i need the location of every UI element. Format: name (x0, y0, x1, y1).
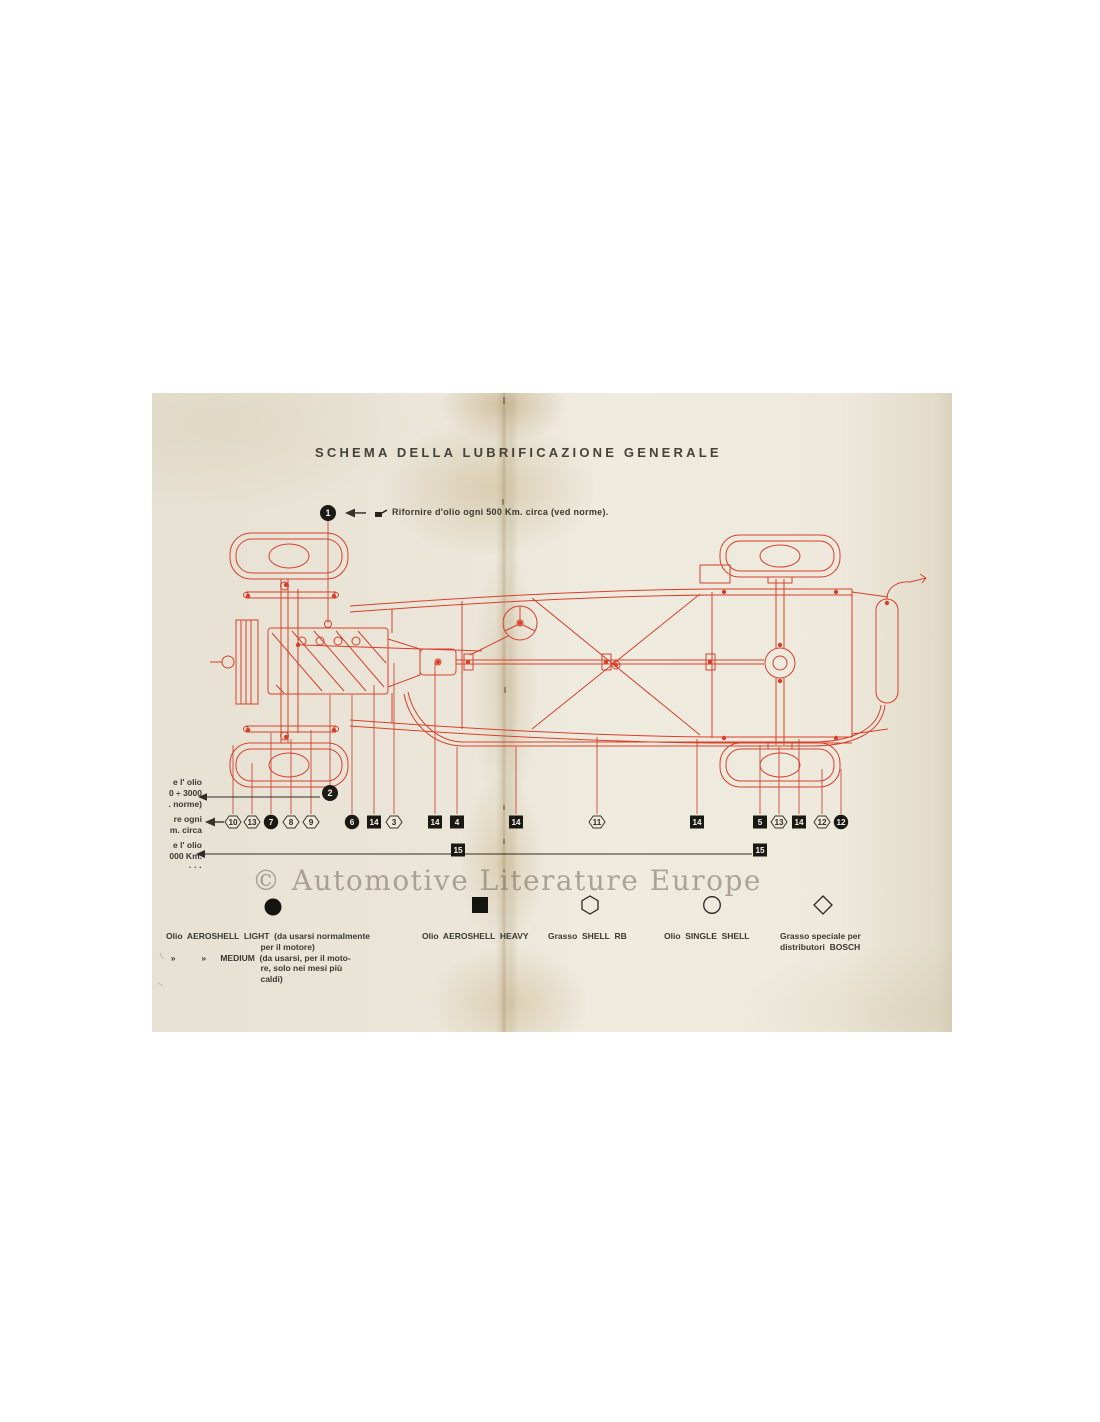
leader-lines (232, 521, 842, 814)
left-note-3: e l' olio 000 Km. · · · (169, 840, 202, 872)
marker-14-square: 14 (364, 814, 384, 835)
marker-12-dot: 12 (831, 814, 851, 835)
svg-text:13: 13 (774, 818, 784, 827)
marker-6-dot: 6 (342, 814, 362, 835)
marker-15-square: 15 (448, 842, 468, 863)
legend-entry-3: Grasso SHELL RB (548, 931, 627, 941)
svg-text:12: 12 (836, 818, 846, 827)
marker-10-hex: 10 (223, 814, 243, 835)
svg-text:14: 14 (430, 818, 440, 827)
svg-text:14: 14 (369, 818, 379, 827)
marker-5-square: 5 (750, 814, 770, 835)
left-arrow-icon (204, 814, 224, 835)
marker-12-hex: 12 (812, 814, 832, 835)
svg-text:14: 14 (692, 818, 702, 827)
marker-14-square: 14 (506, 814, 526, 835)
oil-can-icon (374, 506, 388, 524)
legend-diamond-outline-icon (812, 894, 834, 921)
svg-text:15: 15 (453, 846, 463, 855)
page-title: SCHEMA DELLA LUBRIFICAZIONE GENERALE (315, 445, 722, 460)
svg-text:12: 12 (817, 818, 827, 827)
svg-text:11: 11 (593, 818, 602, 827)
svg-text:4: 4 (455, 818, 460, 827)
refill-note: Rifornire d'olio ogni 500 Km. circa (ved… (392, 507, 609, 517)
legend-hex-outline-icon (579, 894, 601, 921)
marker-7-dot: 7 (261, 814, 281, 835)
svg-text:9: 9 (309, 818, 314, 827)
svg-text:6: 6 (350, 818, 355, 827)
legend-square-filled-icon (469, 894, 491, 921)
legend-entry-4: Olio SINGLE SHELL (664, 931, 750, 941)
svg-text:14: 14 (511, 818, 521, 827)
legend-entry-2: Olio AEROSHELL HEAVY (422, 931, 529, 941)
svg-text:13: 13 (247, 818, 257, 827)
svg-text:5: 5 (758, 818, 763, 827)
svg-text:10: 10 (228, 818, 238, 827)
marker-1: 1 (320, 505, 336, 521)
legend-circle-outline-icon (701, 894, 723, 921)
left-arrow-icon (344, 505, 366, 526)
scanned-manual-page: SCHEMA DELLA LUBRIFICAZIONE GENERALE 1 R… (152, 393, 952, 1032)
svg-text:3: 3 (392, 818, 397, 827)
marker-13-hex: 13 (242, 814, 262, 835)
lubrication-points (245, 582, 890, 741)
svg-text:8: 8 (289, 818, 294, 827)
marker-14-square: 14 (687, 814, 707, 835)
svg-text:7: 7 (269, 818, 274, 827)
marker-15-square: 15 (750, 842, 770, 863)
legend-entry-1: Olio AEROSHELL LIGHT (da usarsi normalme… (166, 931, 371, 985)
legend-entry-5: Grasso speciale per distributori BOSCH (780, 931, 861, 952)
marker-14-square: 14 (425, 814, 445, 835)
left-note-1: e l' olio 0 ÷ 3000 . norme) (168, 777, 202, 809)
marker-11-hex: 11 (587, 814, 607, 835)
marker-13-hex: 13 (769, 814, 789, 835)
marker-8-hex: 8 (281, 814, 301, 835)
left-note-2: re ogni m. circa (169, 814, 202, 835)
chassis-art (210, 532, 927, 788)
watermark: © Automotive Literature Europe (252, 864, 762, 897)
marker-9-hex: 9 (301, 814, 321, 835)
svg-text:14: 14 (794, 818, 804, 827)
legend-dot-filled-icon (262, 896, 284, 923)
marker-2: 2 (322, 785, 338, 801)
fold-marks (157, 397, 506, 987)
svg-text:15: 15 (755, 846, 765, 855)
marker-14-square: 14 (789, 814, 809, 835)
marker-3-hex: 3 (384, 814, 404, 835)
marker-4-square: 4 (447, 814, 467, 835)
